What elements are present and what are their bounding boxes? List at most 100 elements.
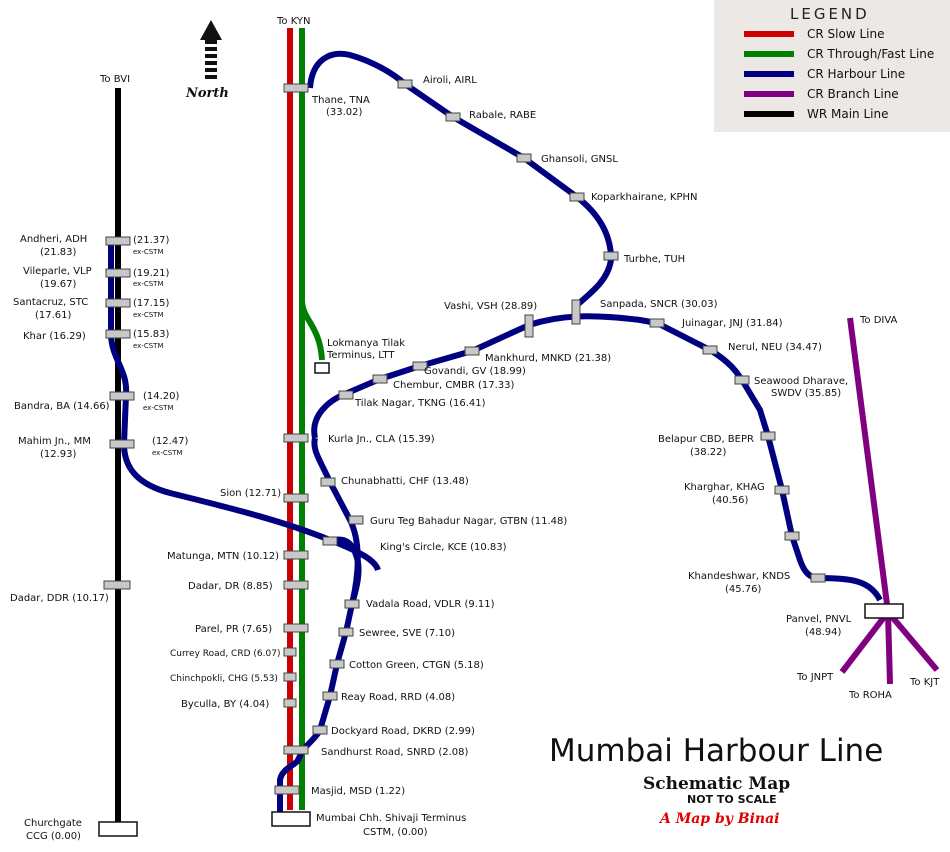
legend-label: CR Slow Line — [807, 27, 884, 41]
station-km-cstm: (12.47) — [152, 436, 189, 447]
map-title-block: Mumbai Harbour Line Schematic Map NOT TO… — [549, 733, 883, 827]
station-label: Parel, PR (7.65) — [195, 624, 272, 635]
station-label: Koparkhairane, KPHN — [591, 192, 697, 203]
station-label: Kharghar, KHAG — [684, 482, 765, 493]
harbour-station-labels: Airoli, AIRL Rabale, RABE Ghansoli, GNSL… — [331, 75, 852, 737]
to-roha-label: To ROHA — [848, 690, 892, 701]
station-km: (48.94) — [805, 627, 842, 638]
station-label: Khar (16.29) — [23, 331, 86, 342]
station-label: Masjid, MSD (1.22) — [311, 786, 405, 797]
station-label: Andheri, ADH — [20, 234, 87, 245]
station-km-cstm: (15.83) — [133, 329, 170, 340]
station-km: (33.02) — [326, 107, 363, 118]
legend: LEGEND CR Slow Line CR Through/Fast LineC… — [714, 0, 950, 132]
ex-cstm-note: ex-CSTM — [133, 280, 164, 288]
legend-label: CR Through/Fast Line — [807, 47, 934, 61]
csmt-terminus — [271, 811, 311, 827]
station-label: Guru Teg Bahadur Nagar, GTBN (11.48) — [370, 516, 567, 527]
to-diva-label: To DIVA — [859, 315, 898, 326]
station-label: Sandhurst Road, SNRD (2.08) — [321, 747, 469, 758]
station-km: (45.76) — [725, 584, 762, 595]
ex-cstm-note: ex-CSTM — [133, 311, 164, 319]
ex-cstm-note: ex-CSTM — [133, 248, 164, 256]
station-label: Vashi, VSH (28.89) — [444, 301, 537, 312]
map-subtitle: Schematic Map — [643, 774, 790, 794]
station-label: Nerul, NEU (34.47) — [728, 342, 822, 353]
station-label: Currey Road, CRD (6.07) — [170, 649, 280, 659]
station-label: Terminus, LTT — [326, 350, 395, 361]
station-label: Chembur, CMBR (17.33) — [393, 380, 514, 391]
station-km: CSTM, (0.00) — [363, 827, 428, 838]
station-label: Bandra, BA (14.66) — [14, 401, 110, 412]
station-label: Sewree, SVE (7.10) — [359, 628, 455, 639]
station-km: (17.61) — [35, 310, 72, 321]
station-label: Rabale, RABE — [469, 110, 536, 121]
station-km-cstm: (14.20) — [143, 391, 180, 402]
cr-branch-lines — [839, 317, 940, 685]
station-label: Seawood Dharave, — [754, 376, 848, 387]
station-label: Dadar, DDR (10.17) — [10, 593, 109, 604]
station-km: (12.93) — [40, 449, 77, 460]
station-label: Santacruz, STC — [13, 297, 88, 308]
ex-cstm-note: ex-CSTM — [133, 342, 164, 350]
station-label: Tilak Nagar, TKNG (16.41) — [354, 398, 486, 409]
station-label: Khandeshwar, KNDS — [688, 571, 790, 582]
map-byline: A Map by Binai — [658, 811, 780, 827]
station-label: Vadala Road, VDLR (9.11) — [366, 599, 495, 610]
station-label: Sion (12.71) — [220, 488, 281, 499]
station-label: Lokmanya Tilak — [327, 338, 405, 349]
station-label: Ghansoli, GNSL — [541, 154, 618, 165]
station-label: Juinagar, JNJ (31.84) — [681, 318, 783, 329]
station-label: Chunabhatti, CHF (13.48) — [341, 476, 469, 487]
ltt-terminus — [314, 362, 330, 374]
station-km: (38.22) — [690, 447, 727, 458]
station-label: Belapur CBD, BEPR — [658, 434, 754, 445]
not-to-scale-note: NOT TO SCALE — [687, 793, 777, 806]
station-km: (40.56) — [712, 495, 749, 506]
station-label: Cotton Green, CTGN (5.18) — [349, 660, 484, 671]
station-label: Sanpada, SNCR (30.03) — [600, 299, 718, 310]
station-label: Turbhe, TUH — [623, 254, 685, 265]
station-markers — [98, 79, 904, 837]
station-km: SWDV (35.85) — [771, 388, 841, 399]
station-label: Dockyard Road, DKRD (2.99) — [331, 726, 475, 737]
north-label: North — [185, 86, 229, 101]
station-km-cstm: (21.37) — [133, 235, 170, 246]
ex-cstm-note: ex-CSTM — [143, 404, 174, 412]
station-label: Mankhurd, MNKD (21.38) — [485, 353, 611, 364]
to-bvi-label: To BVI — [99, 74, 130, 85]
station-label: Reay Road, RRD (4.08) — [341, 692, 455, 703]
station-label: Airoli, AIRL — [423, 75, 477, 86]
wr-station-labels: Andheri, ADH (21.83) (21.37) ex-CSTM Vil… — [10, 234, 189, 842]
station-label: Kurla Jn., CLA (15.39) — [328, 434, 435, 445]
pnvl-terminus — [864, 603, 904, 619]
station-label: Thane, TNA — [311, 95, 370, 106]
station-label: Mumbai Chh. Shivaji Terminus — [316, 813, 466, 824]
station-km: (19.67) — [40, 279, 77, 290]
station-km: CCG (0.00) — [26, 831, 81, 842]
cr-station-labels: Thane, TNA (33.02) Lokmanya Tilak Termin… — [167, 95, 469, 838]
station-label: Govandi, GV (18.99) — [424, 366, 526, 377]
cr-fast-ltt-branch — [299, 299, 325, 361]
station-label: Chinchpokli, CHG (5.53) — [170, 674, 278, 684]
to-kjt-label: To KJT — [909, 677, 940, 688]
station-label: Vileparle, VLP — [23, 266, 92, 277]
legend-label: WR Main Line — [807, 107, 889, 121]
station-km-cstm: (17.15) — [133, 298, 170, 309]
legend-title: LEGEND — [790, 5, 870, 23]
north-arrow-icon: North — [185, 20, 229, 101]
to-kyn-label: To KYN — [276, 16, 311, 27]
station-km-cstm: (19.21) — [133, 268, 170, 279]
station-label: Dadar, DR (8.85) — [188, 581, 273, 592]
station-label: King's Circle, KCE (10.83) — [380, 542, 507, 553]
station-label: Panvel, PNVL — [786, 614, 852, 625]
station-label: Matunga, MTN (10.12) — [167, 551, 279, 562]
legend-label: CR Harbour Line — [807, 67, 905, 81]
station-km: (21.83) — [40, 247, 77, 258]
station-label: Byculla, BY (4.04) — [181, 699, 269, 710]
ccg-terminus — [98, 821, 138, 837]
station-label: Mahim Jn., MM — [18, 436, 91, 447]
station-label: Churchgate — [24, 818, 82, 829]
